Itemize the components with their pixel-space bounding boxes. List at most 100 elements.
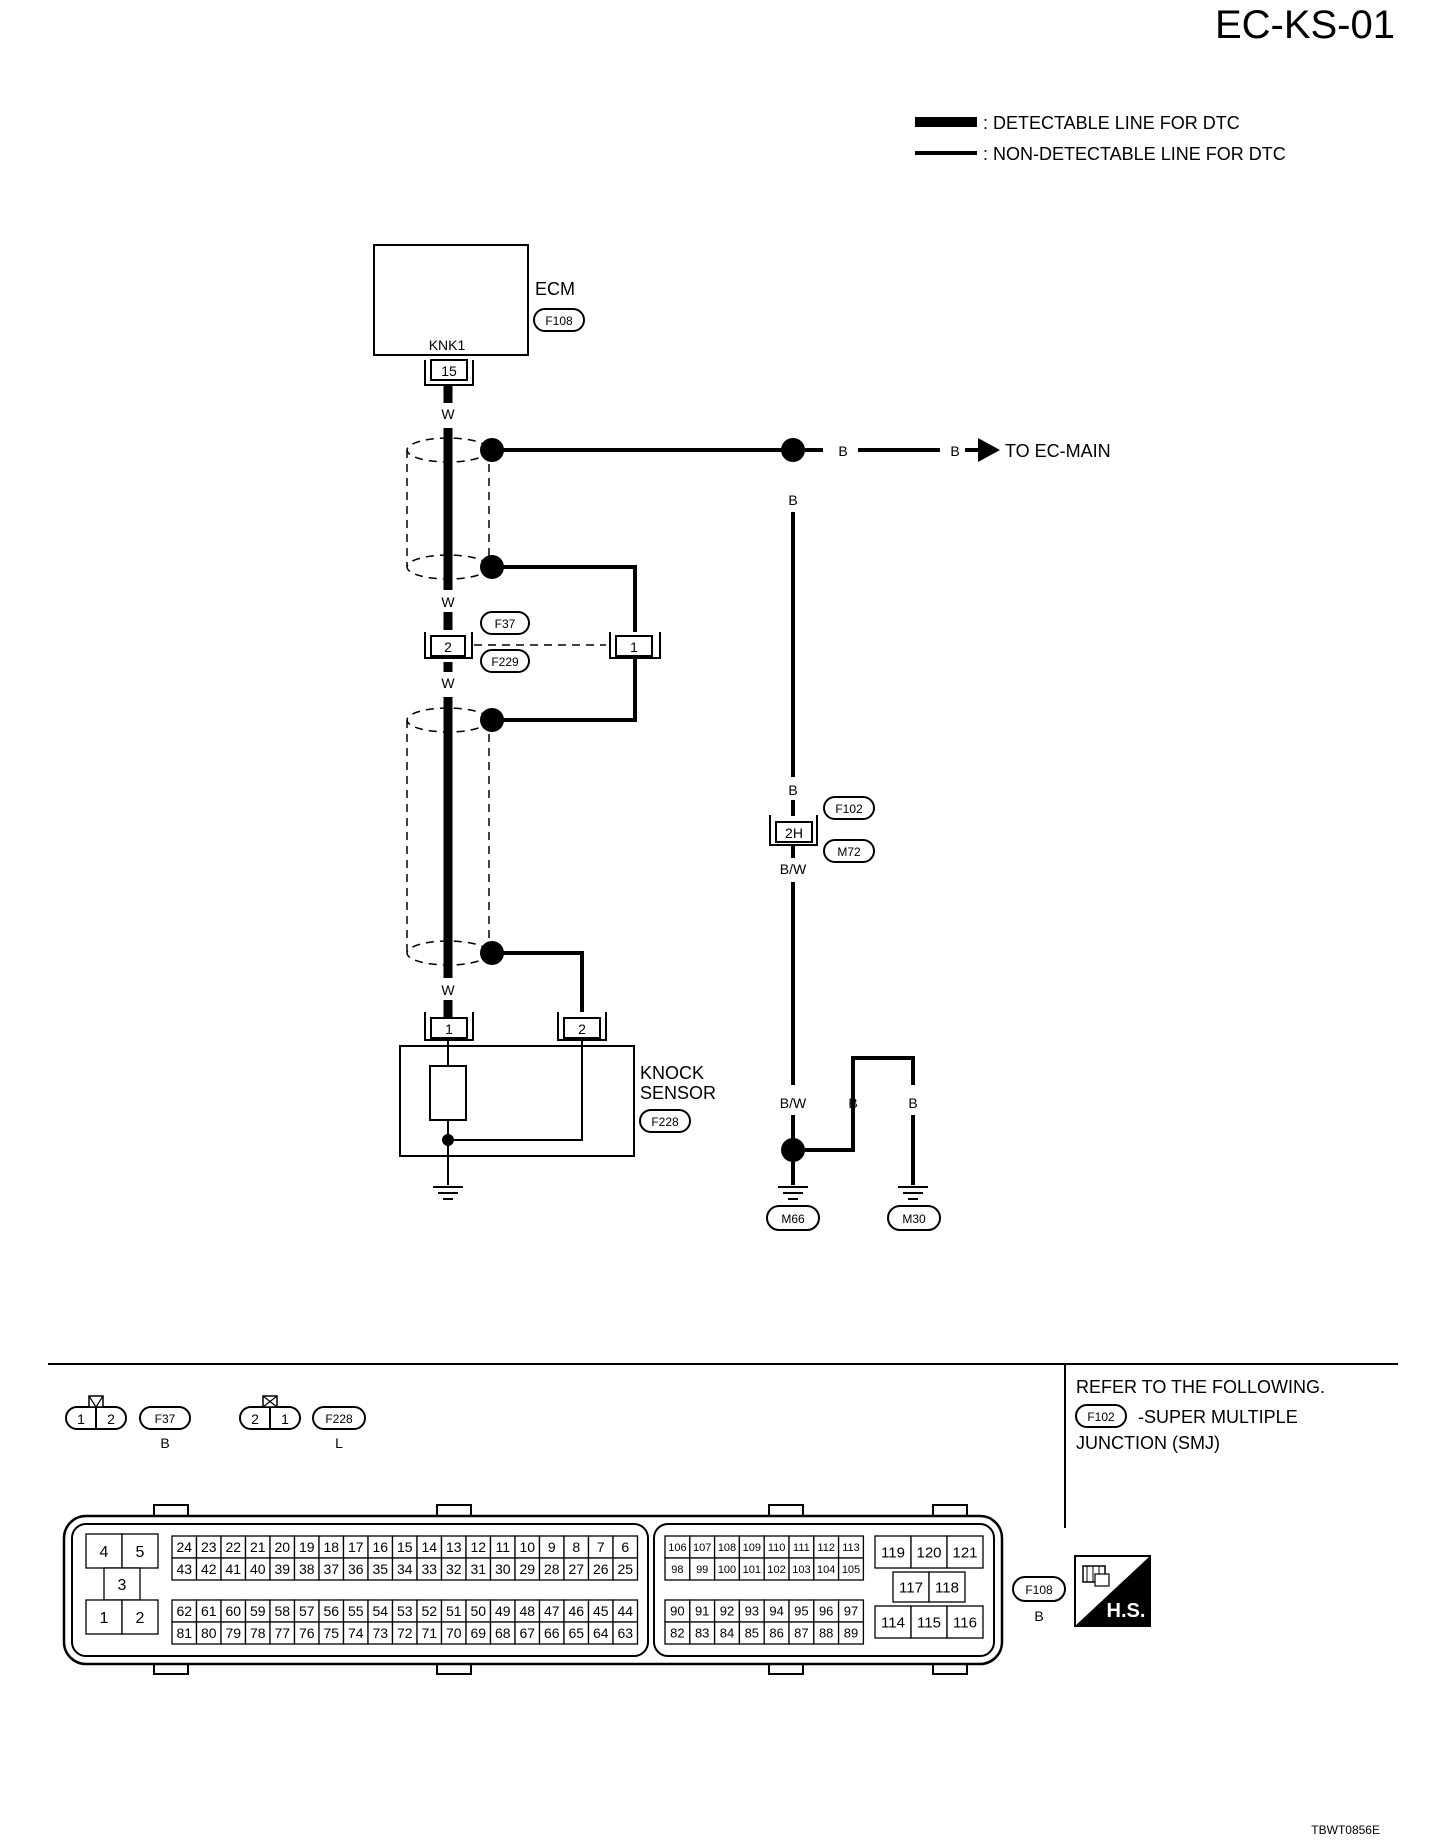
- wire-color-b-2: B: [950, 443, 959, 459]
- ecm-pin-label: 113: [842, 1542, 860, 1554]
- f228-code: F228: [325, 1412, 353, 1426]
- wire-color-b-6: B: [908, 1095, 917, 1111]
- ecm-pin-label: 87: [794, 1626, 808, 1641]
- ecm-pin-label: 30: [495, 1561, 511, 1577]
- ecm-pin-label: 84: [720, 1626, 734, 1641]
- legend-thin-sample: [915, 151, 977, 155]
- ecm-pin-label: 49: [495, 1603, 511, 1619]
- ecm-pin-label: 80: [201, 1625, 217, 1641]
- ecm-pin-label: 102: [767, 1564, 785, 1576]
- ecm-pin-label: 98: [671, 1564, 683, 1576]
- ecm-pin-label: 94: [769, 1604, 783, 1619]
- ecm-pin-label: 50: [470, 1603, 486, 1619]
- ground-m66-code: M66: [781, 1212, 805, 1226]
- ecm-pin-label: 121: [952, 1544, 977, 1561]
- ecm-name: ECM: [535, 279, 575, 299]
- ecm-pin-label: 1: [100, 1610, 109, 1627]
- ecm-pin-label: 65: [568, 1625, 584, 1641]
- ecm-terminal-label: KNK1: [429, 337, 466, 353]
- ecm-pin-label: 88: [819, 1626, 833, 1641]
- smj-connector-bottom-code: M72: [837, 845, 861, 859]
- ecm-pin-cell: [103, 1567, 141, 1601]
- ecm-pin-label: 78: [250, 1625, 266, 1641]
- ecm-box: [373, 244, 529, 356]
- ecm-pin-label: 24: [176, 1539, 192, 1555]
- ecm-pin-label: 68: [495, 1625, 511, 1641]
- ecm-pin-label: 36: [348, 1561, 364, 1577]
- ecm-pin-cell: [121, 1599, 159, 1635]
- f37-pin-2: 2: [107, 1411, 115, 1427]
- ecm-pin-label: 11: [495, 1539, 510, 1555]
- smj-connector-top-code: F102: [835, 802, 863, 816]
- ecm-pin-label: 117: [899, 1579, 923, 1596]
- ecm-pin-label: 97: [844, 1604, 858, 1619]
- knock-sensor-name-line2: SENSOR: [640, 1083, 716, 1103]
- ecm-pin-cell: [874, 1535, 912, 1569]
- page-code: EC-KS-01: [1215, 3, 1395, 47]
- ecm-pin-label: 73: [372, 1625, 388, 1641]
- ecm-pin-label: 19: [299, 1539, 315, 1555]
- ecm-pin-label: 42: [201, 1561, 217, 1577]
- ecm-pin-label: 56: [323, 1603, 339, 1619]
- ecm-pin-label: 63: [617, 1625, 633, 1641]
- wire-color-b-1: B: [838, 443, 847, 459]
- knock-sensor-pin-2: 2: [578, 1021, 586, 1037]
- inline-connector-male-code: F37: [495, 617, 516, 631]
- refer-block: REFER TO THE FOLLOWING. F102 -SUPER MULT…: [1075, 1377, 1325, 1453]
- ecm-pin-label: 29: [519, 1561, 535, 1577]
- ecm-pin-cell: [837, 1557, 865, 1581]
- ecm-pin-label: 12: [470, 1539, 486, 1555]
- connector-icon: [1082, 1565, 1110, 1587]
- wire-color-w-4: W: [441, 982, 455, 998]
- inline-connector: 2 1 F37 F229: [424, 611, 661, 673]
- ecm-pin-label: 62: [176, 1603, 192, 1619]
- ecm-pin-label: 90: [670, 1604, 684, 1619]
- ecm-pin-label: 89: [844, 1626, 858, 1641]
- ecm-pin-label: 3: [118, 1577, 127, 1594]
- f37-face-view: 1 2 F37 B: [65, 1395, 191, 1451]
- figure-id: TBWT0856E: [1311, 1823, 1380, 1837]
- smj-connector: 2H F102 M72 B/W B/W: [769, 796, 875, 1140]
- ecm-pin-label: 108: [718, 1542, 736, 1554]
- ecm-pin-label: 39: [274, 1561, 290, 1577]
- ecm-pin-cell: [837, 1621, 865, 1645]
- ecm-pin-label: 57: [299, 1603, 315, 1619]
- ecm-pin-label: 8: [572, 1539, 580, 1555]
- ecm-pin-label: 107: [693, 1542, 711, 1554]
- ecm-pin-cell: [85, 1533, 123, 1569]
- refer-line1: REFER TO THE FOLLOWING.: [1076, 1377, 1325, 1397]
- wire-color-bw-2: B/W: [780, 1095, 807, 1111]
- inline-connector-female-code: F229: [491, 655, 519, 669]
- knock-sensor-connector-code: F228: [651, 1115, 679, 1129]
- f37-color: B: [160, 1435, 169, 1451]
- ecm-unit: ECM F108 KNK1 15: [373, 244, 585, 386]
- knock-sensor: 1 2 KNOCK SENSOR F228: [399, 1012, 716, 1200]
- ecm-pin-label: 25: [617, 1561, 633, 1577]
- wire-color-w-3: W: [441, 675, 455, 691]
- ecm-pin-label: 59: [250, 1603, 266, 1619]
- ecm-pin-label: 109: [743, 1542, 761, 1554]
- ecm-pin-label: 116: [953, 1614, 977, 1631]
- ecm-pin-label: 60: [225, 1603, 241, 1619]
- ecm-pin-label: 37: [323, 1561, 339, 1577]
- f228-pin-1: 1: [281, 1411, 289, 1427]
- ecm-pin-label: 58: [274, 1603, 290, 1619]
- refer-line2: -SUPER MULTIPLE: [1138, 1407, 1298, 1427]
- ecm-pin-label: 26: [593, 1561, 609, 1577]
- ecm-pin-label: 104: [817, 1564, 835, 1576]
- ecm-pin-label: 33: [421, 1561, 437, 1577]
- ecm-pin-label: 81: [176, 1625, 192, 1641]
- ecm-pin-label: 83: [695, 1626, 709, 1641]
- ecm-pin-label: 15: [397, 1539, 413, 1555]
- ecm-pin-label: 45: [593, 1603, 609, 1619]
- ecm-pin-label: 52: [421, 1603, 437, 1619]
- ecm-pin-label: 48: [519, 1603, 535, 1619]
- ecm-pin-label: 101: [743, 1564, 761, 1576]
- ecm-pin-label: 103: [792, 1564, 810, 1576]
- ecm-pin-label: 9: [548, 1539, 556, 1555]
- ecm-pin-label: 64: [593, 1625, 609, 1641]
- ecm-pin-label: 41: [225, 1561, 241, 1577]
